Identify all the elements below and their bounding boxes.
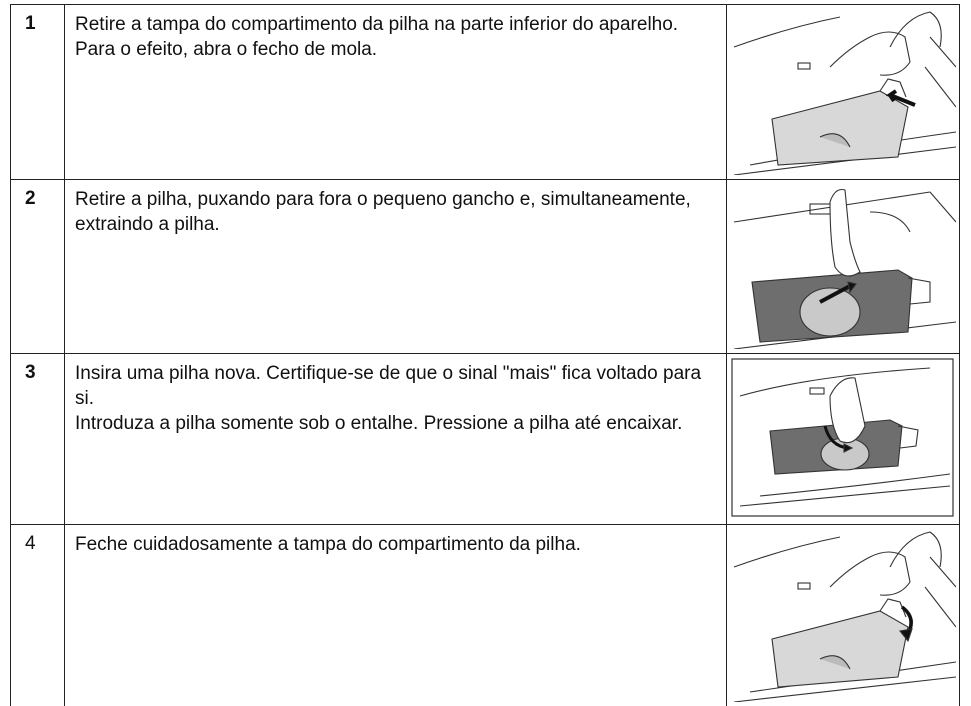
close-cover-illustration xyxy=(726,525,960,706)
step-text: Insira uma pilha nova. Certifique-se de … xyxy=(64,354,726,524)
step-number: 4 xyxy=(10,525,64,706)
table-row: 2 Retire a pilha, puxando para fora o pe… xyxy=(10,179,960,353)
open-cover-illustration xyxy=(726,5,960,179)
step-line: Introduza a pilha somente sob o entalhe.… xyxy=(75,413,683,434)
instructions-table: 1 Retire a tampa do compartimento da pil… xyxy=(10,4,960,706)
table-row: 4 Feche cuidadosamente a tampa do compar… xyxy=(10,524,960,706)
step-number: 2 xyxy=(10,180,64,353)
insert-battery-illustration xyxy=(726,354,960,524)
step-line: Insira uma pilha nova. Certifique-se de … xyxy=(75,363,702,409)
table-row: 1 Retire a tampa do compartimento da pil… xyxy=(10,4,960,179)
step-line: Retire a pilha, puxando para fora o pequ… xyxy=(75,189,691,235)
step-text: Feche cuidadosamente a tampa do comparti… xyxy=(64,525,726,706)
step-text: Retire a pilha, puxando para fora o pequ… xyxy=(64,180,726,353)
step-number: 1 xyxy=(10,5,64,179)
step-number: 3 xyxy=(10,354,64,524)
step-text: Retire a tampa do compartimento da pilha… xyxy=(64,5,726,179)
table-row: 3 Insira uma pilha nova. Certifique-se d… xyxy=(10,353,960,524)
step-line: Feche cuidadosamente a tampa do comparti… xyxy=(75,534,581,555)
remove-battery-illustration xyxy=(726,180,960,353)
step-line: Retire a tampa do compartimento da pilha… xyxy=(75,14,679,60)
